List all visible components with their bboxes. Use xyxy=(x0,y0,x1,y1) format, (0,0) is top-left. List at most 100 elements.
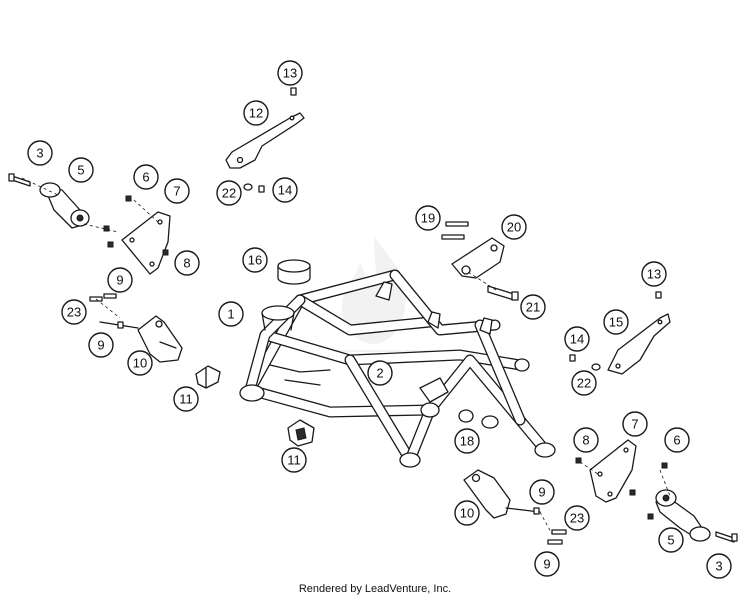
svg-text:21: 21 xyxy=(526,300,540,315)
callout-23: 23 xyxy=(564,505,590,531)
bolt-23-left xyxy=(99,321,139,329)
svg-text:10: 10 xyxy=(460,506,474,521)
svg-text:19: 19 xyxy=(421,211,435,226)
svg-text:2: 2 xyxy=(376,366,383,381)
bracket-20 xyxy=(451,237,505,279)
svg-text:12: 12 xyxy=(249,106,263,121)
callout-3: 3 xyxy=(27,140,53,166)
callout-8: 8 xyxy=(174,250,200,276)
bolt-3-left xyxy=(8,173,31,187)
svg-text:7: 7 xyxy=(631,417,638,432)
frame-assembly xyxy=(239,269,556,468)
svg-text:9: 9 xyxy=(116,273,123,288)
svg-text:8: 8 xyxy=(582,433,589,448)
leader-lines xyxy=(21,177,671,535)
callout-14: 14 xyxy=(564,326,590,352)
washer-22-upper xyxy=(243,183,253,191)
screw-14-upper xyxy=(258,185,265,193)
svg-text:22: 22 xyxy=(577,376,591,391)
callout-10: 10 xyxy=(127,350,153,376)
svg-text:22: 22 xyxy=(222,186,236,201)
svg-text:11: 11 xyxy=(287,453,301,468)
svg-text:5: 5 xyxy=(77,163,84,178)
callout-18: 18 xyxy=(454,428,480,454)
callout-6: 6 xyxy=(664,427,690,453)
clip-11-left xyxy=(195,365,221,389)
bolt-3-right xyxy=(715,531,738,543)
mounting-plate-7-left xyxy=(121,211,171,275)
callout-5: 5 xyxy=(658,527,684,553)
svg-text:14: 14 xyxy=(570,332,584,347)
svg-text:15: 15 xyxy=(609,315,623,330)
callout-5: 5 xyxy=(68,157,94,183)
bushings-18 xyxy=(458,409,499,429)
svg-text:23: 23 xyxy=(570,511,584,526)
steering-head-part xyxy=(261,305,295,331)
svg-text:11: 11 xyxy=(179,392,193,407)
bracket-10-left xyxy=(137,315,183,363)
svg-text:8: 8 xyxy=(183,256,190,271)
bolt-23-right xyxy=(505,507,541,515)
spacer-ring-part xyxy=(277,259,311,285)
callout-20: 20 xyxy=(501,214,527,240)
callout-22: 22 xyxy=(571,370,597,396)
svg-text:20: 20 xyxy=(507,220,521,235)
callout-9: 9 xyxy=(529,479,555,505)
upper-bracket-part xyxy=(225,112,305,169)
svg-text:13: 13 xyxy=(283,66,297,81)
callout-13: 13 xyxy=(277,60,303,86)
svg-text:13: 13 xyxy=(647,267,661,282)
callout-8: 8 xyxy=(573,427,599,453)
nut-8-right xyxy=(575,457,582,464)
callout-11: 11 xyxy=(281,447,307,473)
callout-15: 15 xyxy=(603,309,629,335)
svg-text:9: 9 xyxy=(538,485,545,500)
engine-mount-5-left xyxy=(39,182,90,229)
svg-text:3: 3 xyxy=(36,146,43,161)
svg-text:1: 1 xyxy=(227,307,234,322)
svg-text:9: 9 xyxy=(543,557,550,572)
svg-text:16: 16 xyxy=(248,253,262,268)
callout-3: 3 xyxy=(706,553,732,579)
callout-2: 2 xyxy=(367,360,393,386)
svg-text:5: 5 xyxy=(667,533,674,548)
bolt-13-upper xyxy=(290,87,297,96)
footer-credit: Rendered by LeadVenture, Inc. xyxy=(298,583,452,595)
callout-10: 10 xyxy=(454,500,480,526)
callout-19: 19 xyxy=(415,205,441,231)
callout-23: 23 xyxy=(61,299,87,325)
callout-11: 11 xyxy=(173,386,199,412)
callout-21: 21 xyxy=(520,294,546,320)
bracket-15-right xyxy=(607,313,671,375)
svg-text:23: 23 xyxy=(67,305,81,320)
washer-22-right xyxy=(591,363,601,371)
bolt-21 xyxy=(487,285,519,301)
callout-1: 1 xyxy=(218,301,244,327)
svg-text:6: 6 xyxy=(142,170,149,185)
callout-9: 9 xyxy=(534,551,560,577)
callout-22: 22 xyxy=(216,180,242,206)
callout-7: 7 xyxy=(622,411,648,437)
callout-9: 9 xyxy=(107,267,133,293)
bracket-10-right xyxy=(463,469,511,519)
screw-14-right xyxy=(569,354,576,362)
nut-8-left xyxy=(162,249,169,256)
callout-13: 13 xyxy=(641,261,667,287)
flame-logo-icon xyxy=(320,237,430,352)
svg-text:7: 7 xyxy=(173,184,180,199)
callout-7: 7 xyxy=(164,178,190,204)
svg-text:10: 10 xyxy=(133,356,147,371)
bolts-9-right-lower xyxy=(547,529,567,545)
svg-text:18: 18 xyxy=(460,434,474,449)
screws-6-right xyxy=(629,462,668,520)
callout-12: 12 xyxy=(243,100,269,126)
engine-mount-5-right xyxy=(655,489,711,542)
callout-16: 16 xyxy=(242,247,268,273)
bolts-9-left-upper xyxy=(89,293,117,302)
callout-9: 9 xyxy=(88,332,114,358)
svg-text:3: 3 xyxy=(715,559,722,574)
svg-text:9: 9 xyxy=(97,338,104,353)
bolt-13-right xyxy=(655,291,662,299)
